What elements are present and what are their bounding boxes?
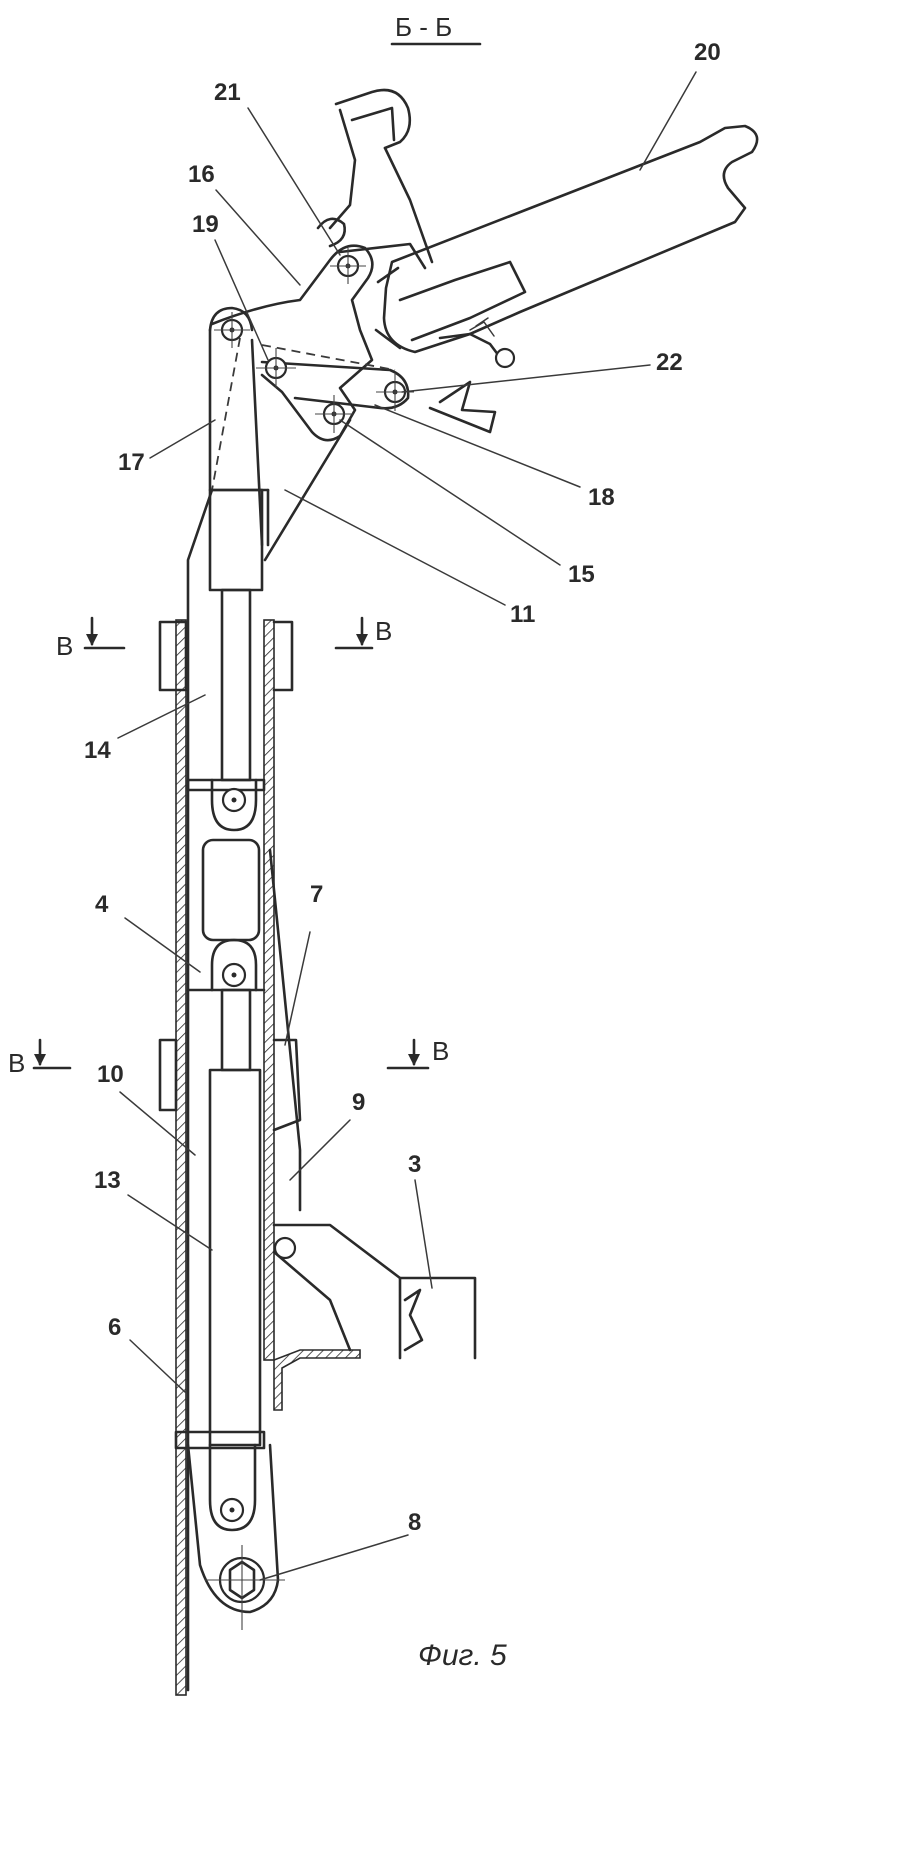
handle-20 — [384, 126, 757, 352]
right-wall-hatch — [264, 620, 274, 1360]
label-15: 15 — [568, 561, 595, 588]
label-14: 14 — [84, 737, 111, 764]
label-10: 10 — [97, 1061, 124, 1088]
rod-14 — [222, 590, 250, 780]
section-mark-lower-left: В — [8, 1048, 25, 1078]
label-22: 22 — [656, 349, 683, 376]
cylinder-13 — [210, 1070, 260, 1445]
section-title: Б - Б — [395, 12, 452, 42]
bracket-9 — [274, 1225, 475, 1358]
tube-assembly — [160, 490, 475, 1695]
hook-top — [336, 90, 410, 148]
link-4-window — [203, 840, 259, 940]
label-7: 7 — [310, 881, 323, 908]
label-16: 16 — [188, 161, 215, 188]
label-19: 19 — [192, 211, 219, 238]
label-11: 11 — [510, 601, 535, 628]
figure-caption: Фиг. 5 — [418, 1639, 507, 1672]
label-4: 4 — [95, 891, 109, 918]
label-9: 9 — [352, 1089, 365, 1116]
label-21: 21 — [214, 79, 241, 106]
section-mark-upper-left: В — [56, 631, 73, 661]
label-13: 13 — [94, 1167, 121, 1194]
arm-3 — [400, 1278, 422, 1358]
label-17: 17 — [118, 449, 145, 476]
left-wall-hatch — [176, 620, 186, 1695]
upper-mechanism — [210, 90, 757, 560]
section-mark-lower-right: В — [432, 1036, 449, 1066]
label-3: 3 — [408, 1151, 421, 1178]
label-8: 8 — [408, 1509, 421, 1536]
section-mark-upper-right: В — [375, 616, 392, 646]
label-18: 18 — [588, 484, 615, 511]
section-markers: В В В В — [8, 616, 449, 1078]
label-20: 20 — [694, 39, 721, 66]
strut-17 — [210, 330, 262, 545]
label-6: 6 — [108, 1314, 121, 1341]
